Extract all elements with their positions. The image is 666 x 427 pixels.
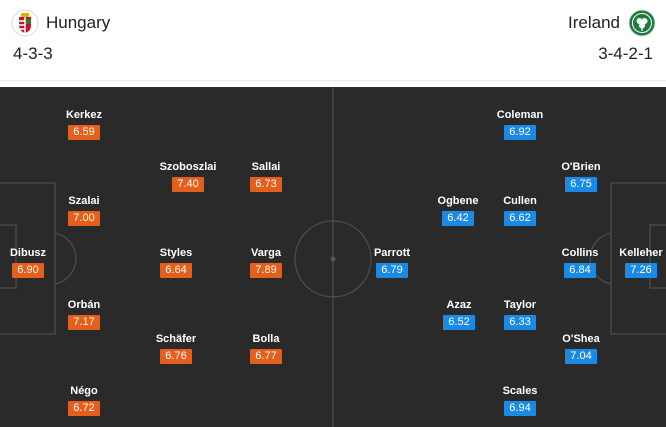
player-rating: 6.92 bbox=[504, 125, 536, 140]
player-name: Cullen bbox=[503, 195, 537, 207]
player-name: Scales bbox=[502, 385, 538, 397]
player-name: O'Shea bbox=[562, 333, 600, 345]
player-rating: 6.75 bbox=[565, 177, 597, 192]
player-styles[interactable]: Styles 6.64 bbox=[131, 246, 221, 278]
player-name: O'Brien bbox=[561, 161, 601, 173]
player-parrott[interactable]: Parrott 6.79 bbox=[347, 246, 437, 278]
player-kelleher[interactable]: Kelleher 7.26 bbox=[596, 246, 666, 278]
pitch: Kerkez 6.59 Szoboszlai 7.40 Sallai 6.73 … bbox=[0, 87, 666, 427]
player-rating: 6.94 bbox=[504, 401, 536, 416]
player-rating: 6.84 bbox=[564, 263, 596, 278]
player-dibusz[interactable]: Dibusz 6.90 bbox=[0, 246, 73, 278]
player-name: Ogbene bbox=[437, 195, 479, 207]
player-name: Schäfer bbox=[155, 333, 197, 345]
player-rating: 6.90 bbox=[12, 263, 44, 278]
player-coleman[interactable]: Coleman 6.92 bbox=[475, 108, 565, 140]
player-rating: 6.62 bbox=[504, 211, 536, 226]
player-cullen[interactable]: Cullen 6.62 bbox=[475, 194, 565, 226]
player-rating: 6.33 bbox=[504, 315, 536, 330]
player-rating: 6.76 bbox=[160, 349, 192, 364]
player-name: Szalai bbox=[68, 195, 100, 207]
player-name: Kelleher bbox=[619, 247, 663, 259]
player-ogbene[interactable]: Ogbene 6.42 bbox=[413, 194, 503, 226]
ireland-crest-icon bbox=[628, 9, 656, 37]
player-name: Taylor bbox=[503, 299, 537, 311]
player-oshea[interactable]: O'Shea 7.04 bbox=[536, 332, 626, 364]
player-rating: 6.79 bbox=[376, 263, 408, 278]
player-rating: 6.59 bbox=[68, 125, 100, 140]
player-varga[interactable]: Varga 7.89 bbox=[221, 246, 311, 278]
player-name: Azaz bbox=[446, 299, 472, 311]
away-team-name: Ireland bbox=[568, 13, 620, 32]
player-collins[interactable]: Collins 6.84 bbox=[535, 246, 625, 278]
player-rating: 7.89 bbox=[250, 263, 282, 278]
player-nego[interactable]: Négo 6.72 bbox=[39, 384, 129, 416]
player-kerkez[interactable]: Kerkez 6.59 bbox=[39, 108, 129, 140]
player-name: Collins bbox=[561, 247, 599, 259]
player-name: Orbán bbox=[67, 299, 101, 311]
pitch-markings bbox=[0, 87, 666, 427]
player-name: Coleman bbox=[496, 109, 544, 121]
home-formation: 4-3-3 bbox=[13, 44, 53, 63]
player-taylor[interactable]: Taylor 6.33 bbox=[475, 298, 565, 330]
header-divider bbox=[0, 80, 666, 81]
player-rating: 7.40 bbox=[172, 177, 204, 192]
player-rating: 7.00 bbox=[68, 211, 100, 226]
player-schafer[interactable]: Schäfer 6.76 bbox=[131, 332, 221, 364]
player-szoboszlai[interactable]: Szoboszlai 7.40 bbox=[143, 160, 233, 192]
away-formation: 3-4-2-1 bbox=[598, 44, 653, 63]
player-rating: 6.72 bbox=[68, 401, 100, 416]
player-rating: 6.64 bbox=[160, 263, 192, 278]
player-bolla[interactable]: Bolla 6.77 bbox=[221, 332, 311, 364]
player-rating: 7.04 bbox=[565, 349, 597, 364]
player-azaz[interactable]: Azaz 6.52 bbox=[414, 298, 504, 330]
player-rating: 7.17 bbox=[68, 315, 100, 330]
player-szalai[interactable]: Szalai 7.00 bbox=[39, 194, 129, 226]
player-name: Dibusz bbox=[9, 247, 47, 259]
player-scales[interactable]: Scales 6.94 bbox=[475, 384, 565, 416]
home-team-name: Hungary bbox=[46, 13, 111, 32]
player-sallai[interactable]: Sallai 6.73 bbox=[221, 160, 311, 192]
player-rating: 6.73 bbox=[250, 177, 282, 192]
player-name: Bolla bbox=[252, 333, 280, 345]
match-header: Hungary 4-3-3 Ireland 3-4-2-1 bbox=[0, 0, 666, 80]
player-obrien[interactable]: O'Brien 6.75 bbox=[536, 160, 626, 192]
player-name: Styles bbox=[159, 247, 193, 259]
player-name: Négo bbox=[70, 385, 98, 397]
hungary-crest-icon bbox=[11, 9, 39, 37]
player-orban[interactable]: Orbán 7.17 bbox=[39, 298, 129, 330]
player-rating: 6.52 bbox=[443, 315, 475, 330]
player-rating: 7.26 bbox=[625, 263, 657, 278]
player-name: Szoboszlai bbox=[159, 161, 217, 173]
player-name: Kerkez bbox=[65, 109, 103, 121]
player-rating: 6.77 bbox=[250, 349, 282, 364]
player-name: Parrott bbox=[373, 247, 411, 259]
player-name: Varga bbox=[251, 247, 281, 259]
player-name: Sallai bbox=[251, 161, 281, 173]
player-rating: 6.42 bbox=[442, 211, 474, 226]
